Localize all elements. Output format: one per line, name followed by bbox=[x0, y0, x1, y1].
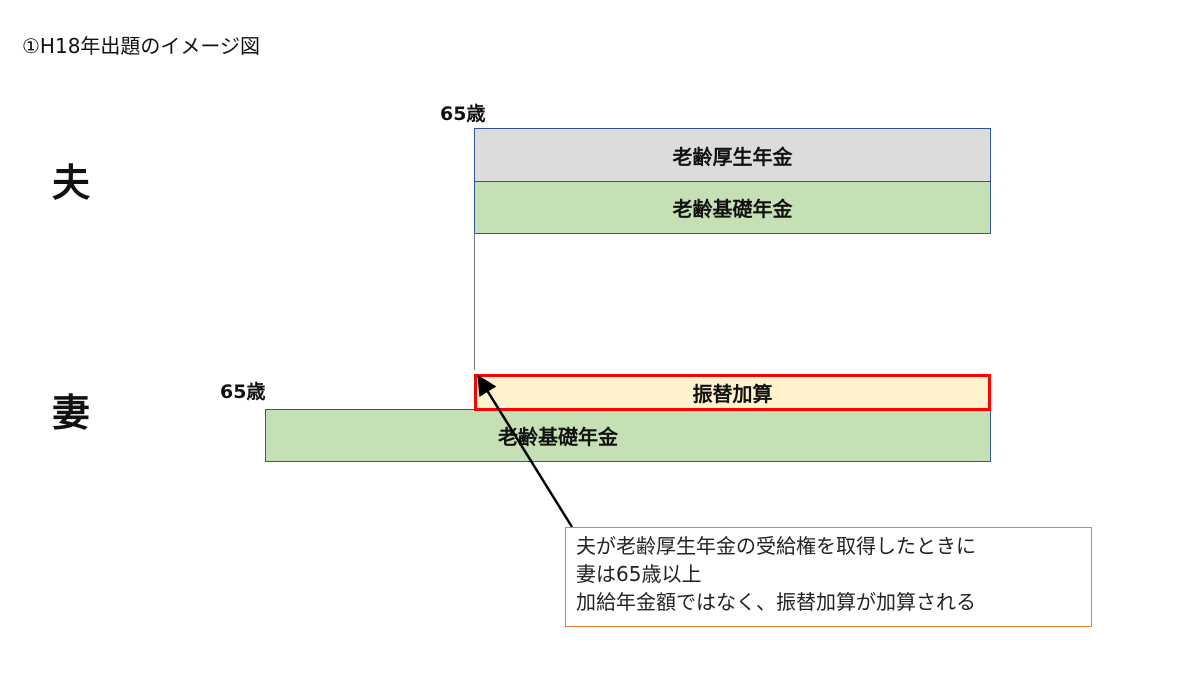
bar-label: 振替加算 bbox=[692, 382, 773, 406]
bar-label: 老齢基礎年金 bbox=[498, 425, 618, 449]
wife-age-label: 65歳 bbox=[220, 381, 266, 403]
husband-label: 夫 bbox=[52, 161, 91, 205]
wife-label: 妻 bbox=[52, 391, 91, 435]
husband-age-label: 65歳 bbox=[440, 103, 486, 125]
bar-label: 老齢厚生年金 bbox=[672, 144, 793, 169]
furikae-bar: 振替加算 bbox=[474, 374, 991, 411]
husband-kousei-bar: 老齢厚生年金 bbox=[474, 128, 991, 182]
diagram-title: ①H18年出題のイメージ図 bbox=[22, 34, 261, 58]
callout-line: 夫が老齢厚生年金の受給権を取得したときに bbox=[576, 534, 976, 558]
callout-line: 妻は65歳以上 bbox=[576, 562, 702, 586]
callout-box: 夫が老齢厚生年金の受給権を取得したときに 妻は65歳以上 加給年金額ではなく、振… bbox=[565, 527, 1092, 627]
timeline-divider bbox=[474, 233, 475, 370]
bar-label: 老齢基礎年金 bbox=[672, 197, 793, 221]
callout-line: 加給年金額ではなく、振替加算が加算される bbox=[576, 590, 976, 614]
husband-kiso-bar: 老齢基礎年金 bbox=[474, 181, 991, 234]
